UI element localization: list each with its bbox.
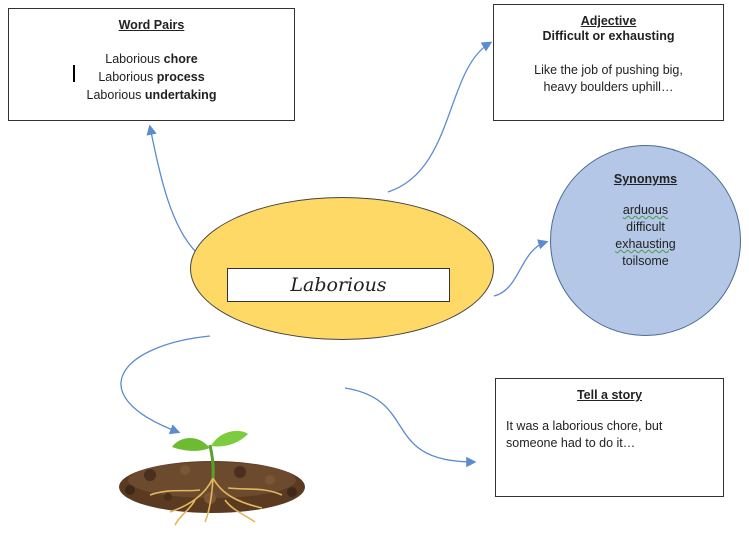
- synonym-item: exhausting: [615, 237, 676, 251]
- story-line: someone had to do it…: [506, 436, 636, 450]
- adjective-description-line: heavy boulders uphill…: [543, 80, 674, 94]
- word-pairs-title: Word Pairs: [118, 18, 185, 32]
- word-pair-base: Laborious: [86, 88, 142, 102]
- synonyms-circle: Synonyms arduous difficult exhausting to…: [550, 145, 741, 336]
- arrow-to-synonyms: [493, 239, 549, 297]
- synonym-item: difficult: [626, 220, 665, 234]
- word-pair-partner: undertaking: [144, 88, 217, 102]
- synonym-item: toilsome: [622, 254, 669, 268]
- story-title: Tell a story: [576, 388, 643, 402]
- arrow-to-sprout: [120, 335, 211, 435]
- adjective-description-line: Like the job of pushing big,: [534, 63, 683, 77]
- synonyms-title: Synonyms: [613, 172, 678, 186]
- story-line: It was a laborious chore, but: [506, 419, 663, 433]
- adjective-title: Adjective: [580, 14, 637, 28]
- center-word: Laborious: [227, 268, 450, 302]
- word-pairs-box: Word Pairs Laborious chore Laborious pro…: [8, 8, 295, 121]
- tell-a-story-box: Tell a story It was a laborious chore, b…: [495, 378, 724, 497]
- adjective-box: Adjective Difficult or exhausting Like t…: [493, 4, 724, 121]
- synonym-item: arduous: [622, 203, 669, 217]
- arrow-to-adjective: [387, 41, 493, 193]
- word-pair-base: Laborious: [105, 52, 161, 66]
- word-pair-partner: process: [156, 70, 205, 84]
- adjective-definition: Difficult or exhausting: [542, 29, 675, 43]
- word-pair-partner: chore: [163, 52, 198, 66]
- word-pair-item: Laborious chore: [9, 50, 294, 68]
- sprout-with-roots-icon: [119, 430, 305, 526]
- arrow-to-word-pairs: [146, 124, 197, 253]
- arrow-to-story: [344, 387, 477, 468]
- text-cursor: [73, 65, 75, 82]
- word-pair-item: Laborious undertaking: [9, 86, 294, 104]
- word-pair-base: Laborious: [98, 70, 154, 84]
- word-pair-item: Laborious process: [9, 68, 294, 86]
